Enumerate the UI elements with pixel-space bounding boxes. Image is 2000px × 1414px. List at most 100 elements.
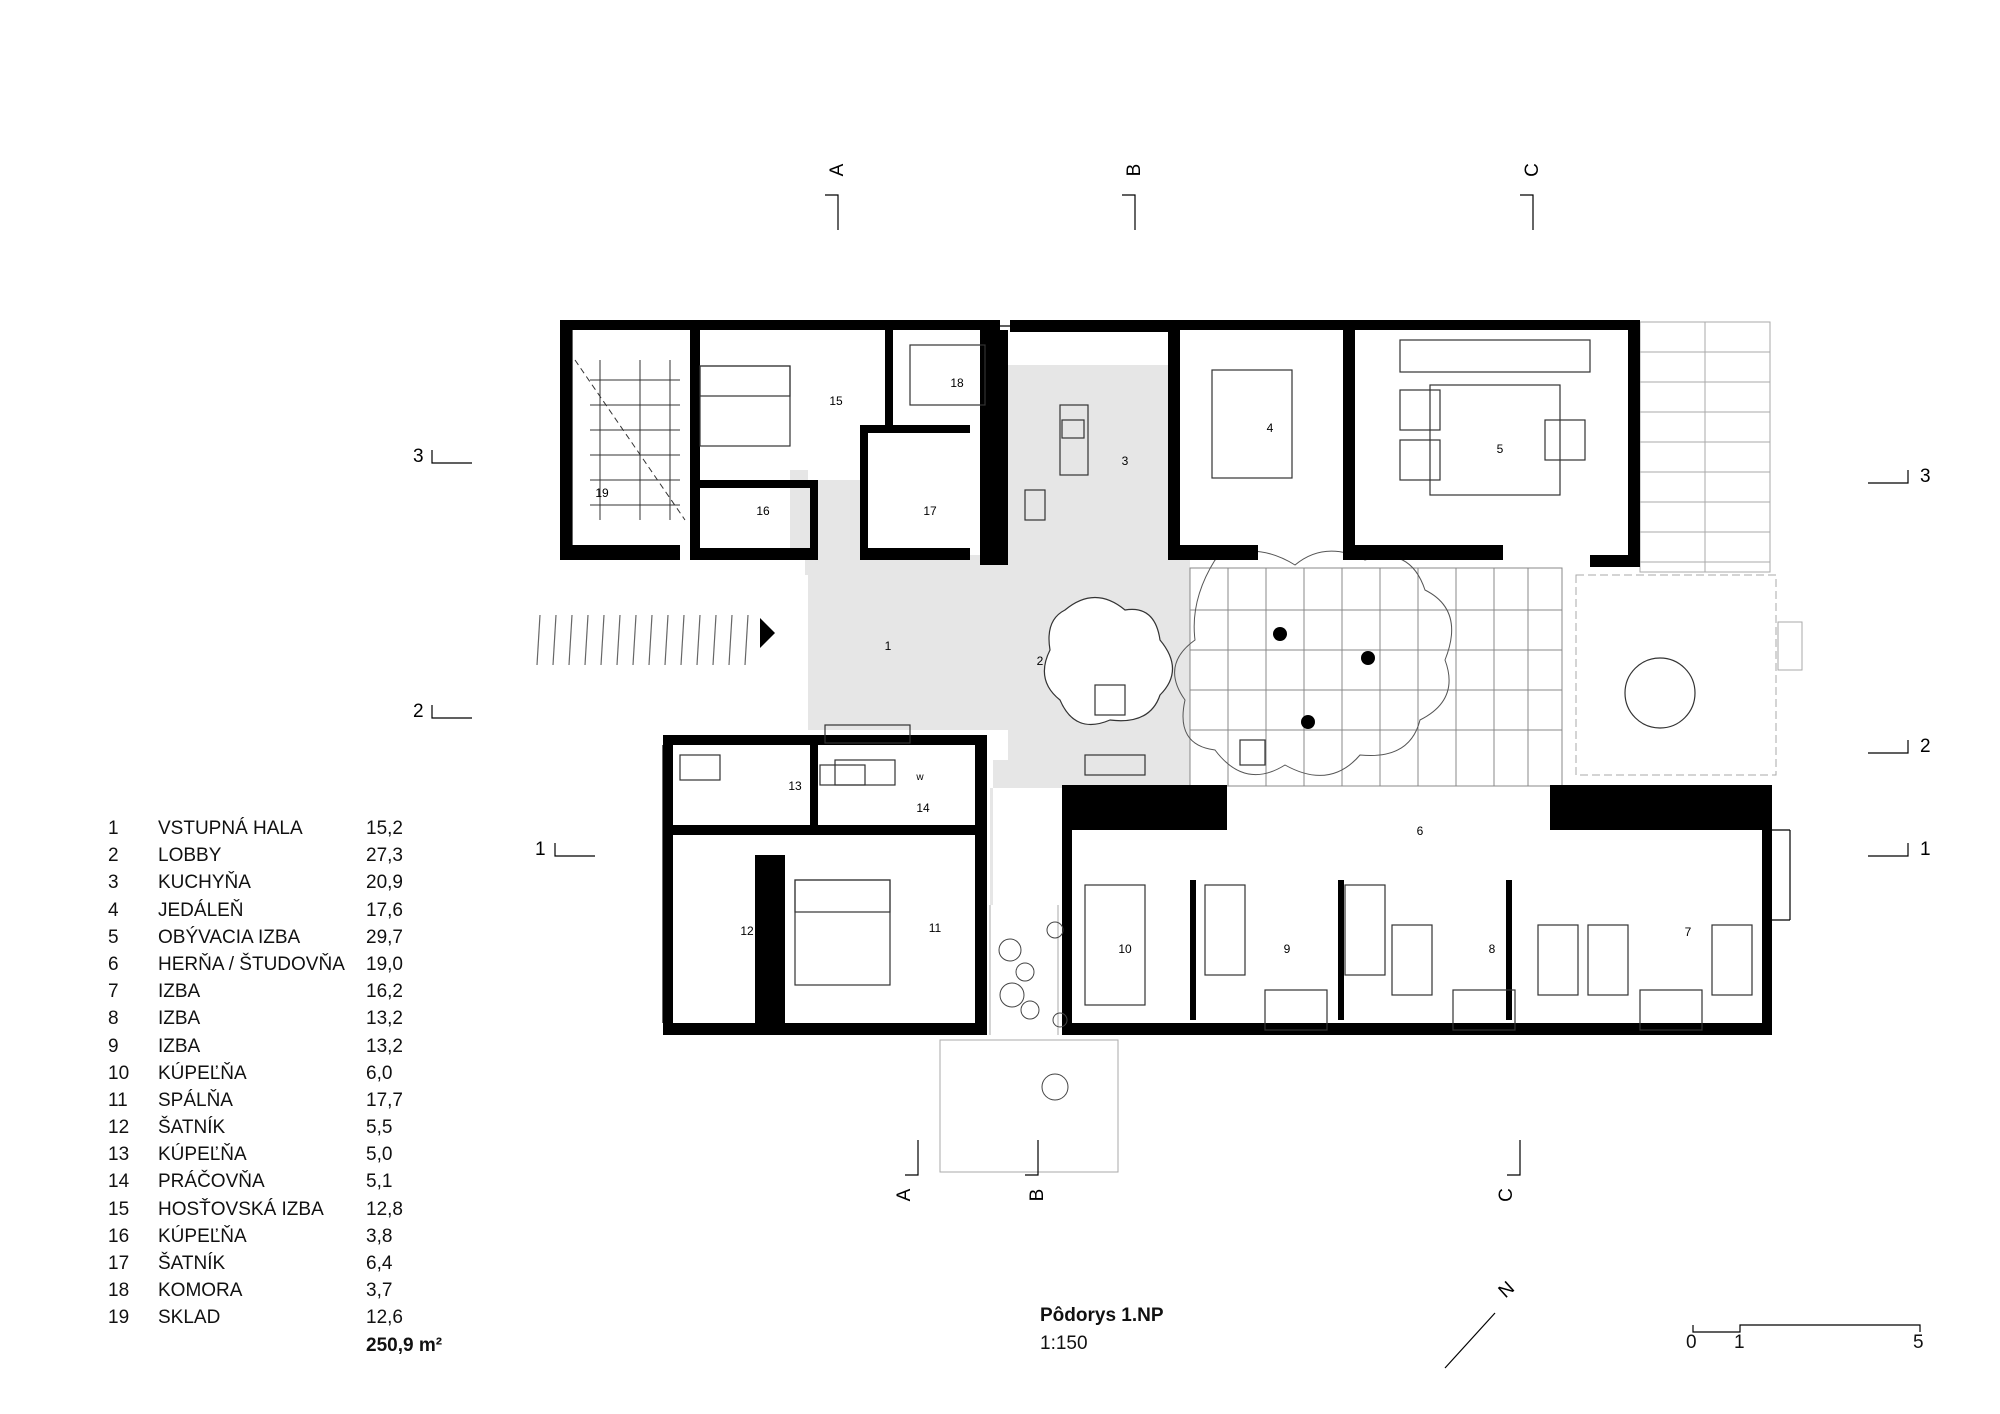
section-mark-b-top: B bbox=[1124, 164, 1145, 177]
section-mark-1-left: 1 bbox=[535, 839, 546, 860]
legend-area: 3,7 bbox=[366, 1280, 393, 1302]
legend-area: 29,7 bbox=[366, 926, 403, 948]
legend-area: 13,2 bbox=[366, 1035, 403, 1057]
planters bbox=[998, 921, 1069, 1101]
legend-area: 3,8 bbox=[366, 1225, 393, 1247]
legend-total-row: 250,9 m² bbox=[108, 1332, 468, 1359]
section-mark-a-bottom: A bbox=[894, 1188, 915, 1201]
terrace-deck bbox=[939, 321, 1803, 1173]
legend-no: 12 bbox=[108, 1117, 130, 1139]
legend-row: 16 KÚPEĽŇA 3,8 bbox=[108, 1223, 468, 1250]
room-label-11: 11 bbox=[929, 921, 942, 935]
section-mark-b-bottom: B bbox=[1027, 1189, 1048, 1202]
legend-area: 12,8 bbox=[366, 1198, 403, 1220]
legend-name: KOMORA bbox=[158, 1280, 243, 1302]
room-label-6: 6 bbox=[1417, 824, 1424, 838]
room-label-10: 10 bbox=[1118, 942, 1132, 956]
legend-area: 6,4 bbox=[366, 1253, 393, 1274]
courtyard-paving bbox=[1189, 567, 1563, 787]
legend-name: VSTUPNÁ HALA bbox=[158, 818, 303, 839]
furniture bbox=[679, 339, 1753, 1031]
legend-no: 5 bbox=[108, 926, 119, 948]
legend-name: KUCHYŇA bbox=[158, 872, 251, 894]
section-mark-2-left: 2 bbox=[413, 701, 424, 722]
section-mark-3-left: 3 bbox=[413, 446, 424, 467]
plan-caption: Pôdorys 1.NP 1:150 bbox=[1040, 1305, 1164, 1355]
room-label-17: 17 bbox=[923, 504, 937, 518]
room-label-1: 1 bbox=[885, 639, 892, 653]
room-label-19: 19 bbox=[595, 486, 609, 500]
legend-row: 13 KÚPEĽŇA 5,0 bbox=[108, 1141, 468, 1168]
legend-no: 18 bbox=[108, 1280, 130, 1302]
north-label: N bbox=[1495, 1278, 1519, 1303]
section-mark-1-right: 1 bbox=[1920, 839, 1931, 860]
legend-name: JEDÁLEŇ bbox=[158, 899, 244, 921]
entrance-arrow-icon bbox=[760, 618, 775, 648]
legend-no: 8 bbox=[108, 1008, 119, 1030]
legend-no: 9 bbox=[108, 1035, 119, 1057]
legend-area: 13,2 bbox=[366, 1008, 403, 1030]
glazing bbox=[571, 325, 1791, 1023]
legend-area: 20,9 bbox=[366, 872, 403, 894]
legend-no: 19 bbox=[108, 1307, 130, 1329]
legend-name: ŠATNÍK bbox=[158, 1117, 226, 1139]
legend-area: 5,5 bbox=[366, 1117, 393, 1139]
room-label-3: 3 bbox=[1122, 454, 1129, 468]
legend-area: 6,0 bbox=[366, 1062, 393, 1084]
scale-label-0: 0 bbox=[1686, 1332, 1697, 1353]
legend-no: 11 bbox=[108, 1089, 128, 1111]
legend-area: 16,2 bbox=[366, 981, 403, 1003]
section-mark-c-top: C bbox=[1522, 163, 1543, 177]
legend-name: OBÝVACIA IZBA bbox=[158, 926, 301, 948]
legend-name: KÚPEĽŇA bbox=[158, 1144, 247, 1166]
legend-no: 4 bbox=[108, 899, 119, 921]
legend-area: 12,6 bbox=[366, 1307, 403, 1329]
legend-no: 17 bbox=[108, 1253, 130, 1274]
legend-row: 17 ŠATNÍK 6,4 bbox=[108, 1250, 468, 1277]
section-mark-3-right: 3 bbox=[1920, 466, 1931, 487]
section-marks bbox=[431, 194, 1909, 1176]
legend-area: 5,0 bbox=[366, 1144, 393, 1166]
legend-no: 6 bbox=[108, 953, 119, 975]
section-mark-2-right: 2 bbox=[1920, 736, 1931, 757]
legend-area: 17,6 bbox=[366, 899, 403, 921]
legend-name: SPÁLŇA bbox=[158, 1089, 233, 1111]
scale-label-1: 1 bbox=[1734, 1332, 1745, 1353]
room-label-18: 18 bbox=[950, 376, 964, 390]
legend-row: 8 IZBA 13,2 bbox=[108, 1005, 468, 1032]
storage-racks bbox=[574, 359, 686, 521]
legend-no: 14 bbox=[108, 1171, 130, 1193]
walls bbox=[560, 320, 1772, 1035]
legend-name: IZBA bbox=[158, 981, 201, 1003]
washer-label: w bbox=[915, 772, 924, 783]
rug bbox=[1043, 597, 1173, 726]
legend-area: 19,0 bbox=[366, 953, 403, 975]
legend-row: 4 JEDÁLEŇ 17,6 bbox=[108, 897, 468, 924]
room-label-14: 14 bbox=[916, 801, 930, 815]
legend-no: 13 bbox=[108, 1144, 130, 1166]
scale-label-5: 5 bbox=[1913, 1332, 1924, 1353]
legend-name: IZBA bbox=[158, 1008, 201, 1030]
legend-no: 16 bbox=[108, 1225, 130, 1247]
legend-no: 7 bbox=[108, 981, 119, 1003]
room-label-5: 5 bbox=[1497, 442, 1504, 456]
legend-name: KÚPEĽŇA bbox=[158, 1225, 247, 1247]
legend-name: PRÁČOVŇA bbox=[158, 1171, 265, 1193]
room-label-4: 4 bbox=[1267, 421, 1274, 435]
legend-name: HOSŤOVSKÁ IZBA bbox=[158, 1198, 324, 1220]
tree-canopy bbox=[1174, 550, 1453, 776]
legend-name: ŠATNÍK bbox=[158, 1253, 226, 1274]
legend-row: 12 ŠATNÍK 5,5 bbox=[108, 1114, 468, 1141]
room-label-13: 13 bbox=[788, 779, 802, 793]
scale-bar bbox=[1692, 1324, 1921, 1333]
